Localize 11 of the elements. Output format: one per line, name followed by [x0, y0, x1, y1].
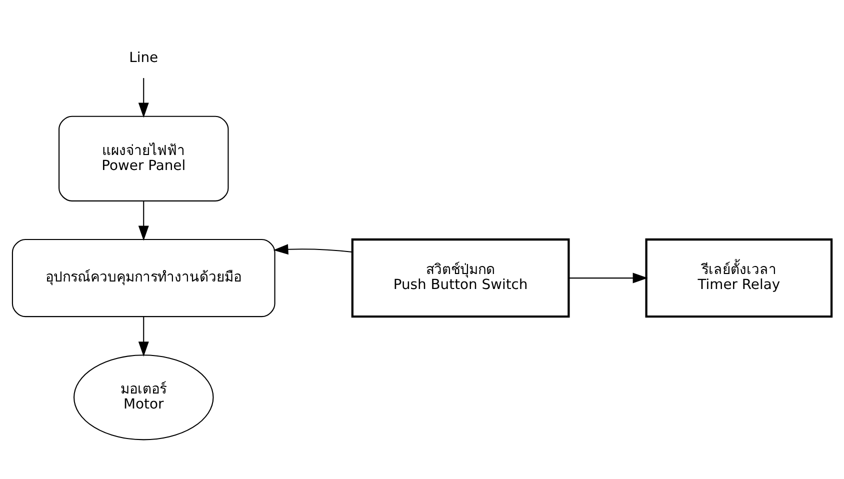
node-box: รีเลย์ตั้งเวลา Timer Relay — [645, 238, 833, 318]
node-ellipse: มอเตอร์ Motor — [74, 354, 214, 440]
arrow — [138, 201, 149, 241]
arrow — [568, 272, 648, 284]
node-box: อุปกรณ์ควบคุมการทำงานด้วยมือ — [12, 238, 276, 318]
arrow — [138, 78, 149, 118]
node-text: Line — [129, 50, 158, 66]
node-box: สวิตช์ปุ่มกด Push Button Switch — [351, 238, 570, 318]
node-box: แผงจ่ายไฟฟ้า Power Panel — [58, 116, 229, 202]
arrow — [138, 316, 149, 357]
arrow — [273, 244, 352, 255]
